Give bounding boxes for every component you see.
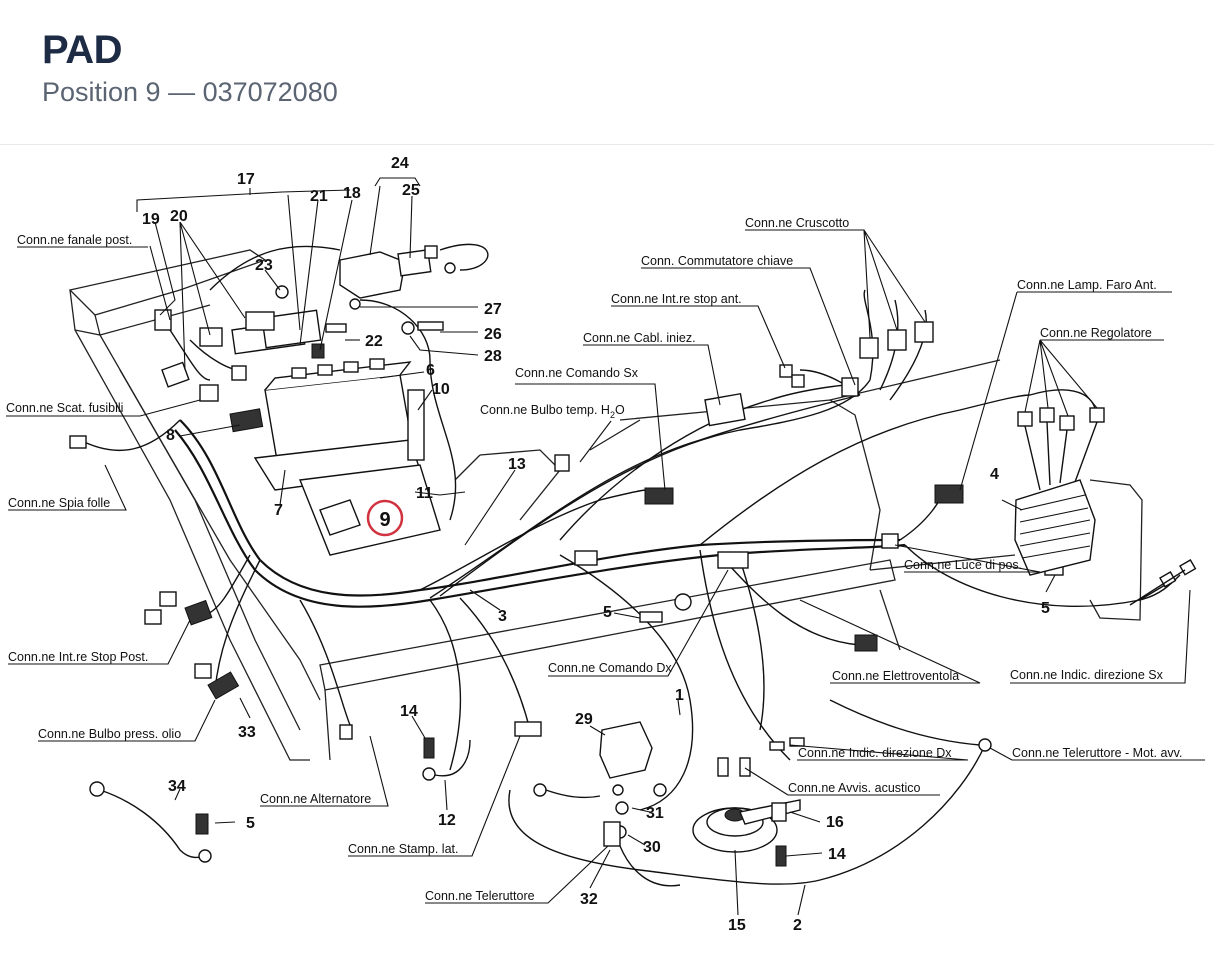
number-21: 21 [310, 188, 328, 205]
number-2: 2 [793, 917, 802, 934]
label-cruscotto: Conn.ne Cruscotto [745, 216, 849, 230]
number-5-b: 5 [1041, 600, 1050, 617]
label-stop-post: Conn.ne Int.re Stop Post. [8, 650, 148, 664]
number-12: 12 [438, 812, 456, 829]
highlight-number: 9 [379, 509, 390, 531]
label-cabl-iniez: Conn.ne Cabl. iniez. [583, 331, 696, 345]
fuse-box-assembly [154, 285, 325, 433]
label-commutatore: Conn. Commutatore chiave [641, 254, 793, 268]
number-15: 15 [728, 917, 746, 934]
number-1: 1 [675, 687, 684, 704]
number-13: 13 [508, 456, 526, 473]
label-indic-sx: Conn.ne Indic. direzione Sx [1010, 668, 1164, 682]
number-30: 30 [643, 839, 661, 856]
number-18: 18 [343, 185, 361, 202]
label-alternatore: Conn.ne Alternatore [260, 792, 371, 806]
label-teleruttore-mot: Conn.ne Teleruttore - Mot. avv. [1012, 746, 1182, 760]
number-23: 23 [255, 257, 273, 274]
label-scat-fusibili: Conn.ne Scat. fusibili [6, 401, 123, 415]
relay-assembly [325, 245, 456, 335]
number-6: 6 [426, 362, 435, 379]
right-connectors [554, 321, 1064, 652]
label-comando-sx: Conn.ne Comando Sx [515, 366, 639, 380]
number-5-c: 5 [246, 815, 255, 832]
number-7: 7 [274, 502, 283, 519]
number-19: 19 [142, 211, 160, 228]
label-stop-ant: Conn.ne Int.re stop ant. [611, 292, 742, 306]
horn [692, 737, 992, 867]
label-lamp-faro: Conn.ne Lamp. Faro Ant. [1017, 278, 1157, 292]
turn-signal-wires [1129, 559, 1197, 606]
number-33: 33 [238, 724, 256, 741]
number-14-a: 14 [400, 703, 418, 720]
number-34: 34 [168, 778, 186, 795]
label-luce-pos: Conn.ne Luce di pos. [904, 558, 1022, 572]
number-3: 3 [498, 608, 507, 625]
label-teleruttore: Conn.ne Teleruttore [425, 889, 535, 903]
number-31: 31 [646, 805, 664, 822]
number-28: 28 [484, 348, 502, 365]
wiring-diagram-svg: 9 1 2 3 4 5 5 5 6 7 8 10 11 12 13 14 14 … [6, 155, 1205, 934]
number-16: 16 [826, 814, 844, 831]
starter-relay [533, 721, 681, 887]
part-numbers: 1 2 3 4 5 5 5 6 7 8 10 11 12 13 14 14 15… [142, 155, 1050, 934]
number-20: 20 [170, 208, 188, 225]
number-26: 26 [484, 326, 502, 343]
label-spia-folle: Conn.ne Spia folle [8, 496, 110, 510]
number-4: 4 [990, 466, 999, 483]
number-25: 25 [402, 182, 420, 199]
number-11: 11 [416, 485, 433, 502]
leader-lines [6, 177, 1205, 916]
label-stamp-lat: Conn.ne Stamp. lat. [348, 842, 458, 856]
label-bulbo-temp: Conn.ne Bulbo temp. H2O [480, 403, 625, 420]
label-regolatore: Conn.ne Regolatore [1040, 326, 1152, 340]
number-14-b: 14 [828, 846, 846, 863]
label-comando-dx: Conn.ne Comando Dx [548, 661, 672, 675]
vent-tube [407, 389, 425, 461]
label-bulbo-olio: Conn.ne Bulbo press. olio [38, 727, 181, 741]
label-bulbo-temp-sub: 2 [610, 410, 615, 420]
number-8: 8 [166, 427, 175, 444]
label-elettroventola: Conn.ne Elettroventola [832, 669, 959, 683]
wiring-diagram: 9 1 2 3 4 5 5 5 6 7 8 10 11 12 13 14 14 … [0, 146, 1214, 966]
label-bulbo-temp-end: O [615, 403, 625, 417]
connector-labels: Conn.ne fanale post. Conn.ne Scat. fusib… [6, 216, 1182, 903]
number-10: 10 [432, 381, 450, 398]
label-indic-dx: Conn.ne Indic. direzione Dx [798, 746, 952, 760]
left-lower-connectors [69, 435, 542, 740]
label-fanale-post: Conn.ne fanale post. [17, 233, 132, 247]
number-22: 22 [365, 333, 383, 350]
page-header: PAD Position 9 — 037072080 [0, 0, 1214, 145]
regulator-bracket [1089, 479, 1143, 621]
number-29: 29 [575, 711, 593, 728]
number-24: 24 [391, 155, 409, 172]
label-avvis-acustico: Conn.ne Avvis. acustico [788, 781, 921, 795]
highlight-circle [366, 499, 404, 537]
cable-12 [422, 737, 471, 781]
cable-34 [89, 781, 212, 863]
number-17: 17 [237, 171, 255, 188]
number-32: 32 [580, 891, 598, 908]
number-27: 27 [484, 301, 502, 318]
page-title: PAD [42, 28, 122, 72]
number-5-a: 5 [603, 604, 612, 621]
frame-structure [68, 249, 1016, 761]
page-subtitle: Position 9 — 037072080 [42, 77, 338, 107]
regulator [1014, 407, 1105, 576]
label-bulbo-temp-main: Conn.ne Bulbo temp. H [480, 403, 610, 417]
